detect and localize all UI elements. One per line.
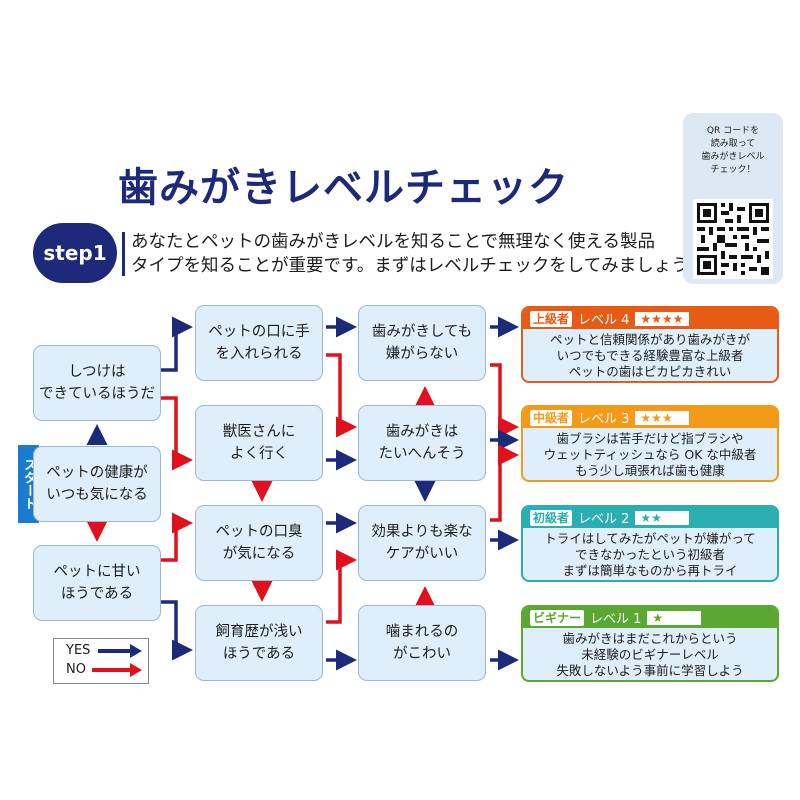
qr-code[interactable] xyxy=(693,199,773,279)
level-card-3: 中級者 レベル 3 ★★★ 歯ブラシは苦手だけど指ブラシや ウェットティッシュな… xyxy=(521,405,779,482)
node-discipline: しつけは できているほうだ xyxy=(33,345,161,421)
node-not-dislike: 歯みがきしても 嫌がらない xyxy=(358,305,486,381)
node-text: 獣医さんに xyxy=(222,424,296,440)
level-header: 中級者 レベル 3 ★★★ xyxy=(523,407,777,428)
level-line: 失敗しないよう事前に学習しよう xyxy=(556,663,744,678)
node-text: がこわい xyxy=(393,646,451,662)
node-hand-in-mouth: ペットの口に手 を入れられる xyxy=(195,305,323,381)
level-stars: ★★★★ xyxy=(635,311,690,326)
level-line: まずは簡単なものから再トライ xyxy=(562,563,738,578)
legend-no-arrowhead xyxy=(130,663,142,677)
node-afraid-bite: 噛まれるの がこわい xyxy=(358,605,486,681)
node-text: できているほうだ xyxy=(39,386,155,402)
level-name: レベル 4 xyxy=(578,313,630,328)
node-text: ケアがいい xyxy=(385,546,459,562)
qr-panel: QR コードを 読み取って 歯みがきレベル チェック！ xyxy=(683,113,783,284)
level-description: 歯ブラシは苦手だけど指ブラシや ウェットティッシュなら OK な中級者 もう少し… xyxy=(523,428,777,479)
level-description: ペットと信頼関係があり歯みがきが いつでもできる経験豊富な上級者 ペットの歯はピ… xyxy=(523,329,777,380)
level-description: 歯みがきはまだこれからという 未経験のビギナーレベル 失敗しないよう事前に学習し… xyxy=(523,628,777,679)
level-name: レベル 2 xyxy=(578,512,630,527)
node-text: よく行く xyxy=(230,446,288,462)
node-short-history: 飼育歴が浅い ほうである xyxy=(195,605,323,681)
legend-yes-label: YES xyxy=(66,643,91,658)
qr-caption: QR コードを 読み取って 歯みがきレベル チェック！ xyxy=(683,125,783,177)
node-text: が気になる xyxy=(222,546,296,562)
node-text: ペットの口に手 xyxy=(208,324,310,340)
arrow-yes-discipline-hand xyxy=(161,316,193,372)
level-line: 未経験のビギナーレベル xyxy=(581,647,719,662)
node-text: ほうである xyxy=(60,586,134,602)
arrow-no-hand-hard xyxy=(326,353,357,438)
node-text: ペットの口臭 xyxy=(215,524,303,540)
intro-line-2: タイプを知ることが重要です。まずはレベルチェックをしてみましょう。 xyxy=(131,256,706,276)
node-text: 歯みがきは xyxy=(385,424,459,440)
node-text: ペットに甘い xyxy=(53,564,141,580)
level-line: ウェットティッシュなら OK な中級者 xyxy=(543,447,757,462)
node-text: 噛まれるの xyxy=(385,624,459,640)
intro-line-1: あなたとペットの歯みがきレベルを知ることで無理なく使える製品 xyxy=(131,232,655,252)
arrow-yes-indulgent-history xyxy=(161,600,193,661)
qr-code-graphic xyxy=(697,203,769,275)
level-card-4: 上級者 レベル 4 ★★★★ ペットと信頼関係があり歯みがきが いつでもできる経… xyxy=(521,306,779,383)
level-stars: ★★ xyxy=(635,510,690,525)
node-text: ほうである xyxy=(222,646,296,662)
level-header: 初級者 レベル 2 ★★ xyxy=(523,507,777,528)
level-tag: 中級者 xyxy=(530,409,573,426)
level-card-1: ビギナー レベル 1 ★ 歯みがきはまだこれからという 未経験のビギナーレベル … xyxy=(521,605,779,682)
level-line: 歯みがきはまだこれからという xyxy=(562,631,738,646)
node-seems-hard: 歯みがきは たいへんそう xyxy=(358,405,486,481)
level-tag: 上級者 xyxy=(530,310,573,327)
level-stars: ★ xyxy=(647,610,702,625)
level-name: レベル 3 xyxy=(578,412,630,427)
node-text: 効果よりも楽な xyxy=(371,524,473,540)
arrow-no-notdislike-l3 xyxy=(490,363,519,438)
node-text: 飼育歴が浅い xyxy=(215,624,303,640)
node-easy-care: 効果よりも楽な ケアがいい xyxy=(358,505,486,581)
node-text: 嫌がらない xyxy=(385,346,459,362)
arrow-no-easy-l3 xyxy=(490,444,519,522)
level-line: いつでもできる経験豊富な上級者 xyxy=(556,348,744,363)
arrow-no-discipline-vet xyxy=(161,396,193,471)
level-line: ペットと信頼関係があり歯みがきが xyxy=(549,332,750,347)
node-text: を入れられる xyxy=(215,346,303,362)
level-line: できなかったという初級者 xyxy=(574,547,725,562)
node-text: しつけは xyxy=(68,364,126,380)
node-vet: 獣医さんに よく行く xyxy=(195,405,323,481)
level-header: 上級者 レベル 4 ★★★★ xyxy=(523,308,777,329)
node-text: たいへんそう xyxy=(378,446,466,462)
qr-caption-line: チェック！ xyxy=(710,165,756,175)
qr-caption-line: 歯みがきレベル xyxy=(701,152,765,162)
qr-caption-line: 読み取って xyxy=(710,139,756,149)
level-name: レベル 1 xyxy=(590,612,642,627)
node-indulgent: ペットに甘い ほうである xyxy=(33,545,161,621)
level-card-2: 初級者 レベル 2 ★★ トライはしてみたがペットが嫌がって できなかったという… xyxy=(521,505,779,582)
start-label: スタート xyxy=(21,458,36,510)
level-line: 歯ブラシは苦手だけど指ブラシや xyxy=(556,431,744,446)
arrow-no-indulgent-breath xyxy=(161,512,193,562)
step-badge: step1 xyxy=(33,223,117,283)
node-text: 歯みがきしても xyxy=(371,324,473,340)
legend-arrows xyxy=(92,644,142,677)
level-line: トライはしてみたがペットが嫌がって xyxy=(544,531,756,546)
intro-text: あなたとペットの歯みがきレベルを知ることで無理なく使える製品 タイプを知ることが… xyxy=(131,230,705,278)
node-health: ペットの健康が いつも気になる xyxy=(33,446,161,522)
step-divider xyxy=(122,232,125,276)
legend: YES NO xyxy=(53,638,149,684)
node-text: いつも気になる xyxy=(46,487,148,503)
legend-yes-arrowhead xyxy=(130,644,142,658)
level-tag: 初級者 xyxy=(530,509,573,526)
node-text: ペットの健康が xyxy=(46,465,148,481)
level-header: ビギナー レベル 1 ★ xyxy=(523,607,777,628)
arrow-no-history-easy xyxy=(326,549,357,624)
level-description: トライはしてみたがペットが嫌がって できなかったという初級者 まずは簡単なものか… xyxy=(523,528,777,579)
page-title: 歯みがきレベルチェック xyxy=(118,165,569,211)
level-line: もう少し頑張れば歯も健康 xyxy=(575,463,725,478)
level-tag: ビギナー xyxy=(530,609,585,626)
node-bad-breath: ペットの口臭 が気になる xyxy=(195,505,323,581)
level-stars: ★★★ xyxy=(635,410,690,425)
legend-no-label: NO xyxy=(66,662,86,677)
level-line: ペットの歯はピカピカきれい xyxy=(568,364,732,379)
qr-caption-line: QR コードを xyxy=(706,126,760,136)
